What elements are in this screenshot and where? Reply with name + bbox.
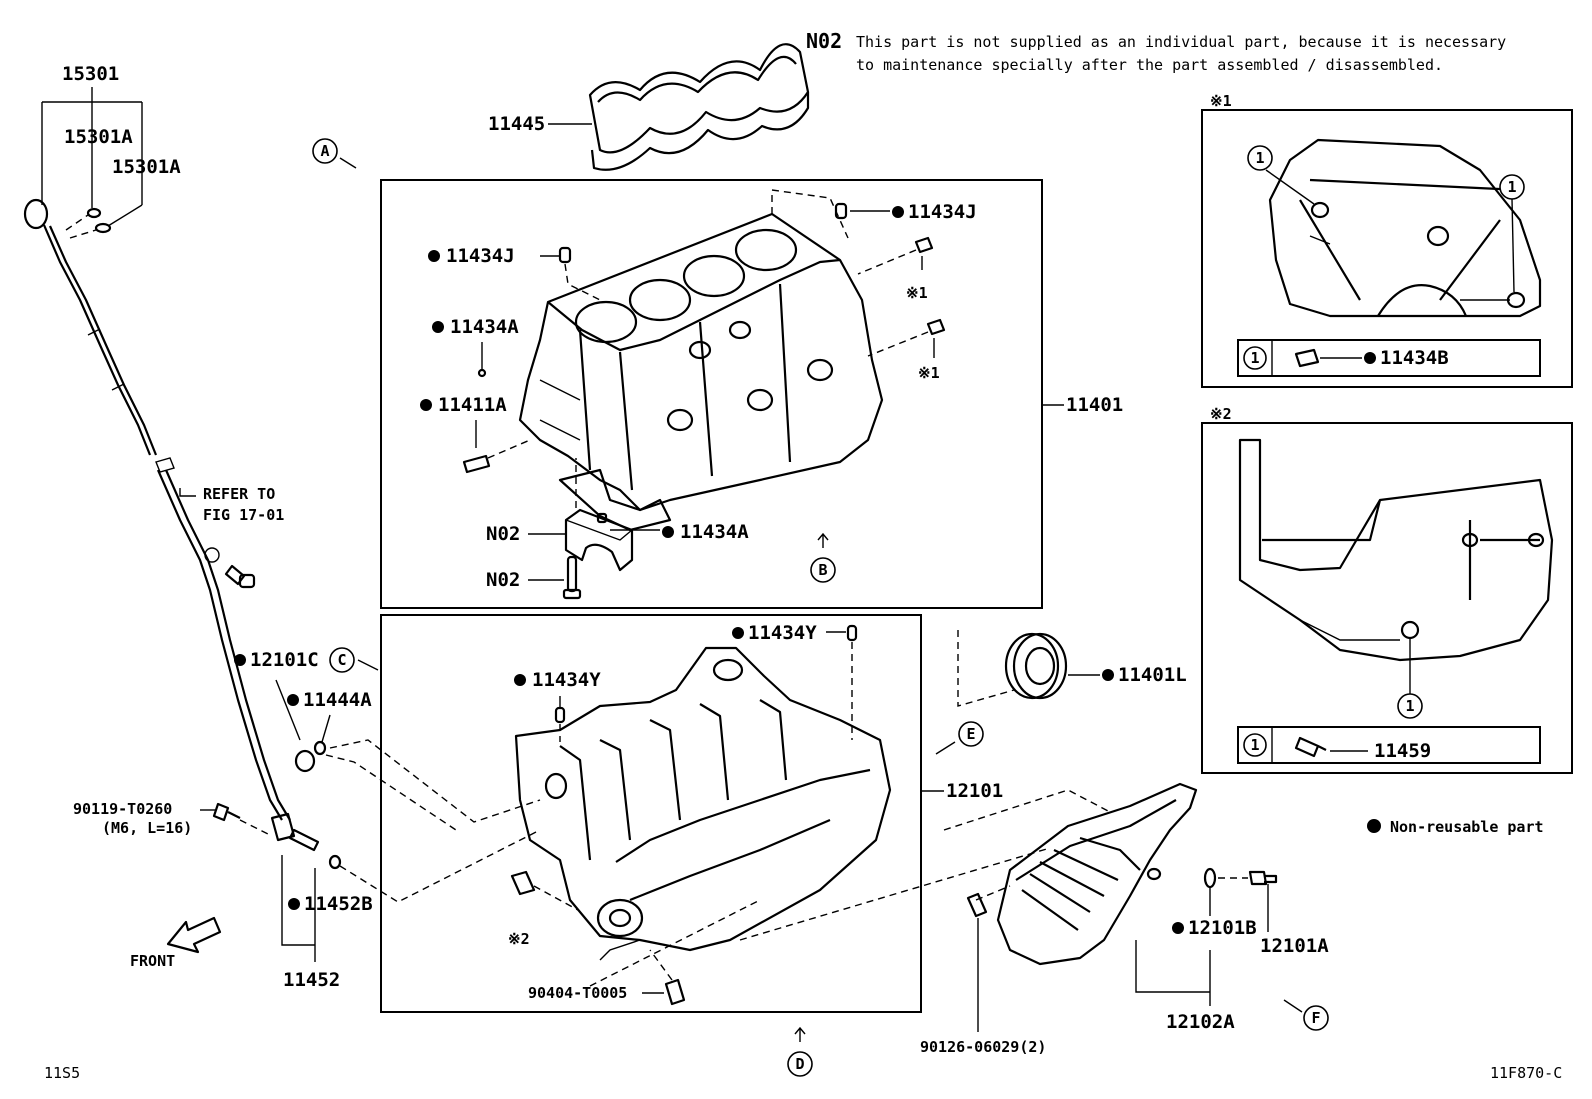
label-11434A-top: 11434A	[450, 316, 519, 338]
label-11452: 11452	[283, 969, 340, 991]
detail-2-callout-text: 1	[1405, 697, 1414, 715]
label-90404: 90404-T0005	[528, 984, 627, 1002]
crankcase-group-box	[380, 614, 922, 1013]
detail-2-table-callout	[1243, 733, 1267, 757]
detail-2-crankcase-view	[1238, 438, 1554, 662]
plug-icon	[1294, 736, 1327, 758]
label-15301: 15301	[62, 63, 119, 85]
dowel-pin-icon	[1294, 348, 1320, 368]
view-e-label: E	[966, 725, 975, 743]
detail-box-2	[1201, 422, 1573, 774]
label-12101A: 12101A	[1260, 935, 1329, 957]
view-marker-d	[787, 1051, 813, 1077]
guide-bolt	[204, 547, 256, 589]
note-line-1: This part is not supplied as an individu…	[856, 33, 1506, 51]
note-line-2: to maintenance specially after the part …	[856, 56, 1443, 74]
view-marker-c	[329, 647, 355, 673]
label-90126: 90126-06029(2)	[920, 1038, 1046, 1056]
label-12102A: 12102A	[1166, 1011, 1235, 1033]
label-90119: 90119-T0260	[73, 800, 172, 818]
view-b-label: B	[818, 561, 827, 579]
label-11434J-left: 11434J	[446, 245, 515, 267]
refer-line-2: FIG 17-01	[203, 506, 284, 524]
view-marker-a	[312, 138, 338, 164]
view-marker-e	[958, 721, 984, 747]
detail-1-mark: ※1	[1210, 92, 1232, 110]
detail-box-1	[1201, 109, 1573, 388]
label-11444A: 11444A	[303, 689, 372, 711]
detail-1-callout-b-text: 1	[1507, 178, 1516, 196]
label-N02-cap: N02	[486, 523, 520, 545]
footer-left: 11S5	[44, 1064, 80, 1082]
note-code: N02	[806, 29, 842, 53]
crankcase-12101	[514, 646, 892, 961]
label-12101B: 12101B	[1188, 917, 1257, 939]
label-15301A-1: 15301A	[64, 126, 133, 148]
footer-right: 11F870-C	[1490, 1064, 1562, 1082]
label-11401: 11401	[1066, 394, 1123, 416]
detail-2-mark: ※2	[1210, 405, 1232, 423]
bearing-cap-n02	[564, 508, 634, 572]
label-15301A-2: 15301A	[112, 156, 181, 178]
view-marker-b	[810, 557, 836, 583]
view-c-label: C	[337, 651, 346, 669]
label-11459: 11459	[1374, 740, 1431, 762]
detail-1-callout-a	[1247, 145, 1273, 171]
label-N02-bolt: N02	[486, 569, 520, 591]
mark-x1-lower: ※1	[918, 364, 940, 382]
view-f-label: F	[1311, 1009, 1320, 1027]
mark-x1-upper: ※1	[906, 284, 928, 302]
view-d-label: D	[795, 1055, 804, 1073]
detail-1-table-callout	[1243, 346, 1267, 370]
front-label: FRONT	[130, 952, 175, 970]
cylinder-block-11401	[518, 212, 884, 532]
detail-2-table	[1237, 726, 1541, 764]
view-marker-f	[1303, 1005, 1329, 1031]
label-11434Y-left: 11434Y	[532, 669, 601, 691]
label-11434J-top: 11434J	[908, 201, 977, 223]
label-11445: 11445	[488, 113, 545, 135]
view-a-label: A	[320, 142, 329, 160]
detail-1-table-callout-text: 1	[1250, 349, 1259, 367]
oil-seal-11401L	[1004, 632, 1068, 700]
detail-1-callout-a-text: 1	[1255, 149, 1264, 167]
oil-pan-12102A	[996, 782, 1198, 966]
label-11434B: 11434B	[1380, 347, 1449, 369]
refer-line-1: REFER TO	[203, 485, 275, 503]
label-12101C: 12101C	[250, 649, 319, 671]
gasket-11445	[588, 43, 810, 171]
detail-1-table	[1237, 339, 1541, 377]
label-11434Y-top: 11434Y	[748, 622, 817, 644]
label-11434A-bottom: 11434A	[680, 521, 749, 543]
mark-x2: ※2	[508, 930, 530, 948]
detail-2-table-callout-text: 1	[1250, 736, 1259, 754]
label-12101: 12101	[946, 780, 1003, 802]
label-11411A: 11411A	[438, 394, 507, 416]
label-11401L: 11401L	[1118, 664, 1187, 686]
label-90119-spec: (M6, L=16)	[102, 819, 192, 837]
cylinder-block-group-box	[380, 179, 1043, 609]
non-reusable-dot-icon	[1367, 819, 1381, 833]
front-arrow-icon	[166, 916, 222, 954]
detail-1-block-end-view	[1268, 138, 1542, 318]
oil-level-gauge	[23, 198, 320, 852]
label-11452B: 11452B	[304, 893, 373, 915]
legend-non-reusable: Non-reusable part	[1390, 818, 1544, 836]
